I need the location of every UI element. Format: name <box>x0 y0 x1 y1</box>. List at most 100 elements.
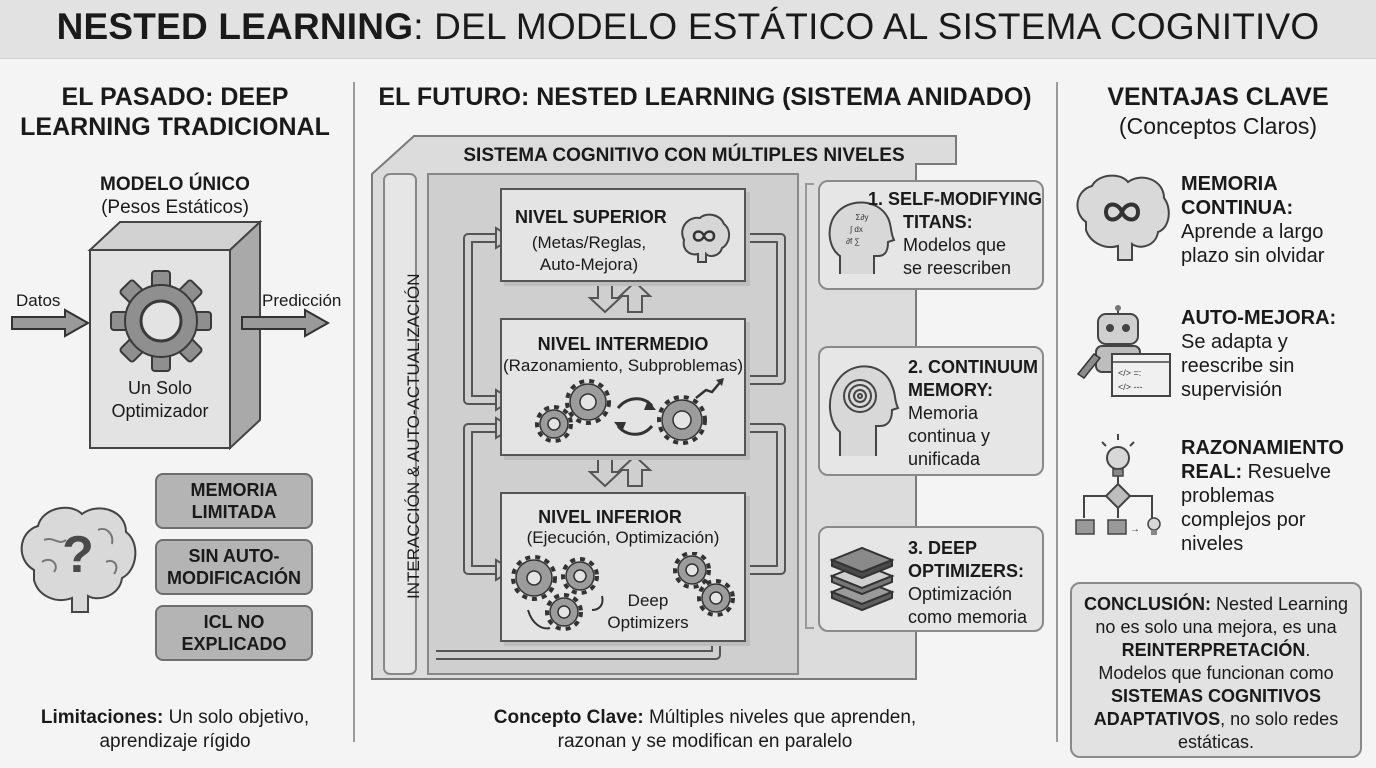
level-intermedio-desc: (Razonamiento, Subproblemas) <box>502 356 743 375</box>
limit-pill-line1: MEMORIA <box>190 480 278 500</box>
advantage-line1: Se adapta y <box>1181 331 1288 353</box>
card-title-line2: MEMORY: <box>908 380 993 400</box>
advantage-bold-line1: AUTO-MEJORA: <box>1181 307 1337 329</box>
svg-text:?: ? <box>62 526 94 584</box>
level-superior-line2: Auto-Mejora) <box>539 255 639 274</box>
card-desc-line1: Memoria <box>908 403 979 423</box>
head-spiral-icon <box>829 365 900 456</box>
card-desc-line3: unificada <box>908 449 981 469</box>
card-optimizers-text: 3. DEEP OPTIMIZERS: Optimización como me… <box>908 537 1027 629</box>
future-footer-bold: Concepto Clave: <box>493 707 644 728</box>
level-arrows <box>436 226 786 660</box>
past-footer-line2: aprendizaje rígido <box>99 731 251 752</box>
advantage-bold-line2: CONTINUA: <box>1181 197 1294 219</box>
conclusion-text5: , no solo redes <box>1220 709 1339 729</box>
svg-text:</> ---: </> --- <box>1118 382 1143 392</box>
limit-pill-line1: SIN AUTO- <box>188 546 280 566</box>
svg-text:→: → <box>1130 524 1140 535</box>
level-superior-title: NIVEL SUPERIOR <box>515 207 667 227</box>
reasoning-gears-icon <box>535 378 724 445</box>
conclusion-bold1: CONCLUSIÓN: <box>1083 594 1211 614</box>
deep-optimizers-label: Deep Optimizers <box>596 590 700 634</box>
svg-text:∫ dx: ∫ dx <box>849 225 863 234</box>
optimizer-gear-icon <box>110 270 212 372</box>
advantage-line1: problemas <box>1181 485 1275 507</box>
level-inferior-desc: (Ejecución, Optimización) <box>526 528 720 547</box>
optimizer-line1: Un Solo <box>127 378 193 398</box>
advantage-bold-line2: REAL: <box>1181 461 1243 483</box>
advantage-memory: MEMORIA CONTINUA: Aprende a largo plazo … <box>1181 172 1324 268</box>
execution-gears-icon <box>511 552 735 631</box>
card-titans-desc: Modelos que se reescriben <box>903 234 1011 280</box>
conclusion-text2: no es solo una mejora, es una <box>1095 617 1337 637</box>
limit-pill-line2: EXPLICADO <box>181 634 287 654</box>
title-rest: : DEL MODELO ESTÁTICO AL SISTEMA COGNITI… <box>413 6 1320 47</box>
limit-pill-memory: MEMORIA LIMITADA <box>155 473 313 529</box>
level-intermedio <box>500 318 746 456</box>
brain-infinity-icon <box>681 213 730 263</box>
output-label: Predicción <box>262 291 342 310</box>
level-intermedio-title: NIVEL INTERMEDIO <box>537 334 709 354</box>
conclusion-bold4: ADAPTATIVOS <box>1093 709 1221 729</box>
past-footer-bold: Limitaciones: <box>40 707 164 728</box>
conclusion-text6: estáticas. <box>1177 732 1255 752</box>
card-title-line1: 3. DEEP <box>908 538 978 558</box>
deep-opt-line2: Optimizers <box>607 613 689 632</box>
card-desc-line2: como memoria <box>908 607 1028 627</box>
model-subtitle: (Pesos Estáticos) <box>101 197 249 218</box>
card-title-line2: OPTIMIZERS: <box>908 561 1024 581</box>
side-label: INTERACCIÓN & AUTO-ACTUALIZACIÓN <box>404 273 423 599</box>
input-label: Datos <box>16 291 61 310</box>
future-footer-line2: razonan y se modifican en paralelo <box>557 731 853 752</box>
advantage-bold-line1: RAZONAMIENTO <box>1181 437 1344 459</box>
limit-pill-icl: ICL NO EXPLICADO <box>155 605 313 661</box>
past-footer-line1: Un solo objetivo, <box>163 707 310 728</box>
card-title-line1: 2. CONTINUUM <box>908 357 1038 377</box>
title-bar <box>0 0 1376 59</box>
card-desc-line1: Modelos que <box>903 235 1007 255</box>
advantage-line2: reescribe sin <box>1181 355 1295 377</box>
past-title-line1: EL PASADO: DEEP <box>61 83 289 111</box>
advantage-reasoning: RAZONAMIENTO REAL: Resuelve problemas co… <box>1181 436 1344 556</box>
advantage-line2: plazo sin olvidar <box>1181 245 1325 267</box>
title-bold: NESTED LEARNING <box>56 6 414 47</box>
past-title: EL PASADO: DEEP LEARNING TRADICIONAL <box>0 82 350 142</box>
page-title: NESTED LEARNING: DEL MODELO ESTÁTICO AL … <box>0 6 1376 48</box>
card-title-line2: TITANS: <box>903 212 973 232</box>
conclusion-bold3: SISTEMAS COGNITIVOS <box>1110 686 1322 706</box>
card-continuum-text: 2. CONTINUUM MEMORY: Memoria continua y … <box>908 356 1038 471</box>
svg-text:</> =:: </> =: <box>1118 368 1141 378</box>
input-arrow-icon <box>11 308 90 338</box>
past-footer: Limitaciones: Un solo objetivo, aprendiz… <box>0 706 350 754</box>
advantage-line2: complejos por <box>1181 509 1306 531</box>
card-title-line1: 1. SELF-MODIFYING <box>868 189 1043 209</box>
advantage-line3: supervisión <box>1181 379 1283 401</box>
card-titans-title: 1. SELF-MODIFYING TITANS: <box>868 188 1042 234</box>
advantage-inline: Resuelve <box>1242 461 1332 483</box>
advantages-title: VENTAJAS CLAVE <box>1107 83 1329 111</box>
card-desc-line1: Optimización <box>908 584 1013 604</box>
card-desc-line2: se reescriben <box>903 258 1012 278</box>
limit-pill-line1: ICL NO <box>203 612 265 632</box>
system-title: SISTEMA COGNITIVO CON MÚLTIPLES NIVELES <box>463 145 905 166</box>
svg-text:∂f ∑: ∂f ∑ <box>846 237 860 246</box>
divider-left <box>353 82 355 742</box>
robot-code-icon: </> =: </> --- <box>1076 305 1171 397</box>
card-desc-line2: continua y <box>908 426 991 446</box>
advantage-line1: Aprende a largo <box>1181 221 1324 243</box>
past-title-line2: LEARNING TRADICIONAL <box>20 113 330 141</box>
level-superior-desc: (Metas/Reglas, Auto-Mejora) <box>508 232 670 276</box>
conclusion-bold2: REINTERPRETACIÓN <box>1121 640 1306 660</box>
advantage-self-improvement: AUTO-MEJORA: Se adapta y reescribe sin s… <box>1181 306 1336 402</box>
deep-opt-line1: Deep <box>627 591 669 610</box>
limit-pill-line2: MODIFICACIÓN <box>167 568 301 588</box>
limit-pill-self-modification: SIN AUTO- MODIFICACIÓN <box>155 539 313 595</box>
model-title: MODELO ÚNICO <box>100 174 250 195</box>
conclusion-box <box>1070 582 1362 758</box>
brain-question-icon: ? <box>20 506 137 613</box>
future-footer-line1: Múltiples niveles que aprenden, <box>643 707 917 728</box>
future-title: EL FUTURO: NESTED LEARNING (SISTEMA ANID… <box>378 83 1032 111</box>
optimizer-line2: Optimizador <box>111 401 209 421</box>
advantages-subtitle: (Conceptos Claros) <box>1118 113 1318 139</box>
advantage-bold-line1: MEMORIA <box>1181 173 1278 195</box>
